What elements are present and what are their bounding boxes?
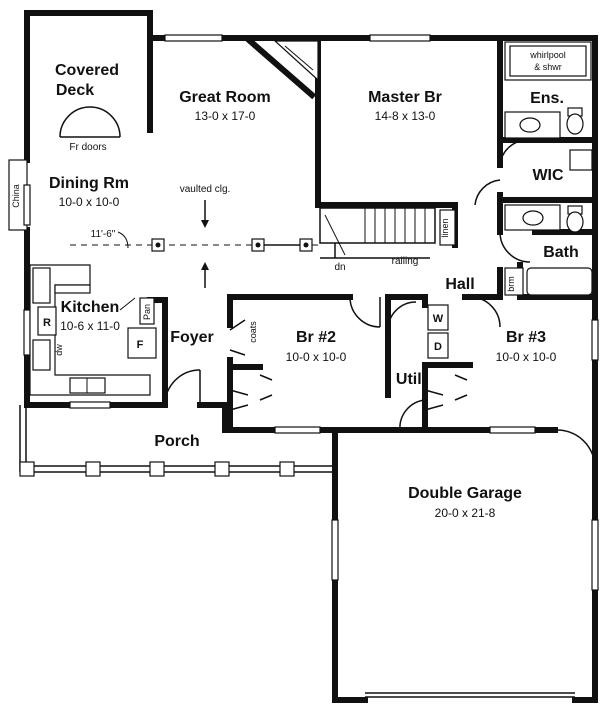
stairs bbox=[319, 207, 456, 259]
bath-fixtures bbox=[504, 41, 593, 296]
br2-size: 10-0 x 10-0 bbox=[286, 350, 347, 364]
fridge-note: R bbox=[43, 317, 51, 329]
china-note: China bbox=[11, 184, 21, 208]
garage-door bbox=[365, 429, 596, 698]
dn-note: dn bbox=[334, 262, 345, 273]
railing-note: railing bbox=[392, 256, 419, 267]
bath-label: Bath bbox=[543, 244, 579, 261]
kitchen-cabinets bbox=[29, 264, 157, 396]
whirlpool-note: whirlpool bbox=[529, 50, 566, 60]
linen-note: linen bbox=[440, 218, 450, 237]
washer-note: W bbox=[433, 313, 444, 325]
porch-label: Porch bbox=[154, 433, 199, 450]
washer-dryer bbox=[427, 304, 449, 359]
hall-label: Hall bbox=[445, 276, 474, 293]
dryer-note: D bbox=[434, 341, 442, 353]
garage-size: 20-0 x 21-8 bbox=[435, 506, 496, 520]
pantry-note: Pan bbox=[142, 304, 152, 320]
master-br-size: 14-8 x 13-0 bbox=[375, 109, 436, 123]
annotations: Fr doors China vaulted clg. 11'-6" whirl… bbox=[11, 50, 566, 356]
master-br-label: Master Br bbox=[368, 89, 442, 106]
ensuite-label: Ens. bbox=[530, 90, 564, 107]
ceiling-height-note: 11'-6" bbox=[91, 229, 116, 240]
broom-note: brm bbox=[506, 276, 516, 292]
dining-size: 10-0 x 10-0 bbox=[59, 195, 120, 209]
dining-label: Dining Rm bbox=[49, 175, 129, 192]
room-labels: Covered Deck Great Room 13-0 x 17-0 Mast… bbox=[49, 62, 579, 520]
kitchen-label: Kitchen bbox=[61, 299, 120, 316]
br3-label: Br #3 bbox=[506, 329, 546, 346]
utility-label: Util. bbox=[396, 371, 426, 388]
wic-label: WIC bbox=[532, 167, 564, 184]
covered-deck-label-2: Deck bbox=[56, 82, 94, 99]
coats-note: coats bbox=[248, 321, 258, 343]
porch bbox=[19, 405, 335, 477]
vaulted-note: vaulted clg. bbox=[180, 184, 231, 195]
covered-deck-label: Covered bbox=[55, 62, 119, 79]
foyer-label: Foyer bbox=[170, 329, 214, 346]
dishwasher-note: dw bbox=[54, 344, 64, 356]
shower-note: & shwr bbox=[534, 62, 562, 72]
br3-size: 10-0 x 10-0 bbox=[496, 350, 557, 364]
vaulted-ceiling-line bbox=[70, 200, 320, 288]
fireplace bbox=[245, 36, 319, 100]
freezer-note: F bbox=[137, 339, 144, 351]
kitchen-size: 10-6 x 11-0 bbox=[60, 319, 120, 333]
br2-label: Br #2 bbox=[296, 329, 336, 346]
garage-label: Double Garage bbox=[408, 485, 522, 502]
great-room-size: 13-0 x 17-0 bbox=[195, 109, 256, 123]
great-room-label: Great Room bbox=[179, 89, 271, 106]
doors bbox=[59, 106, 531, 431]
fr-doors-note: Fr doors bbox=[69, 142, 106, 153]
windows bbox=[23, 34, 599, 591]
